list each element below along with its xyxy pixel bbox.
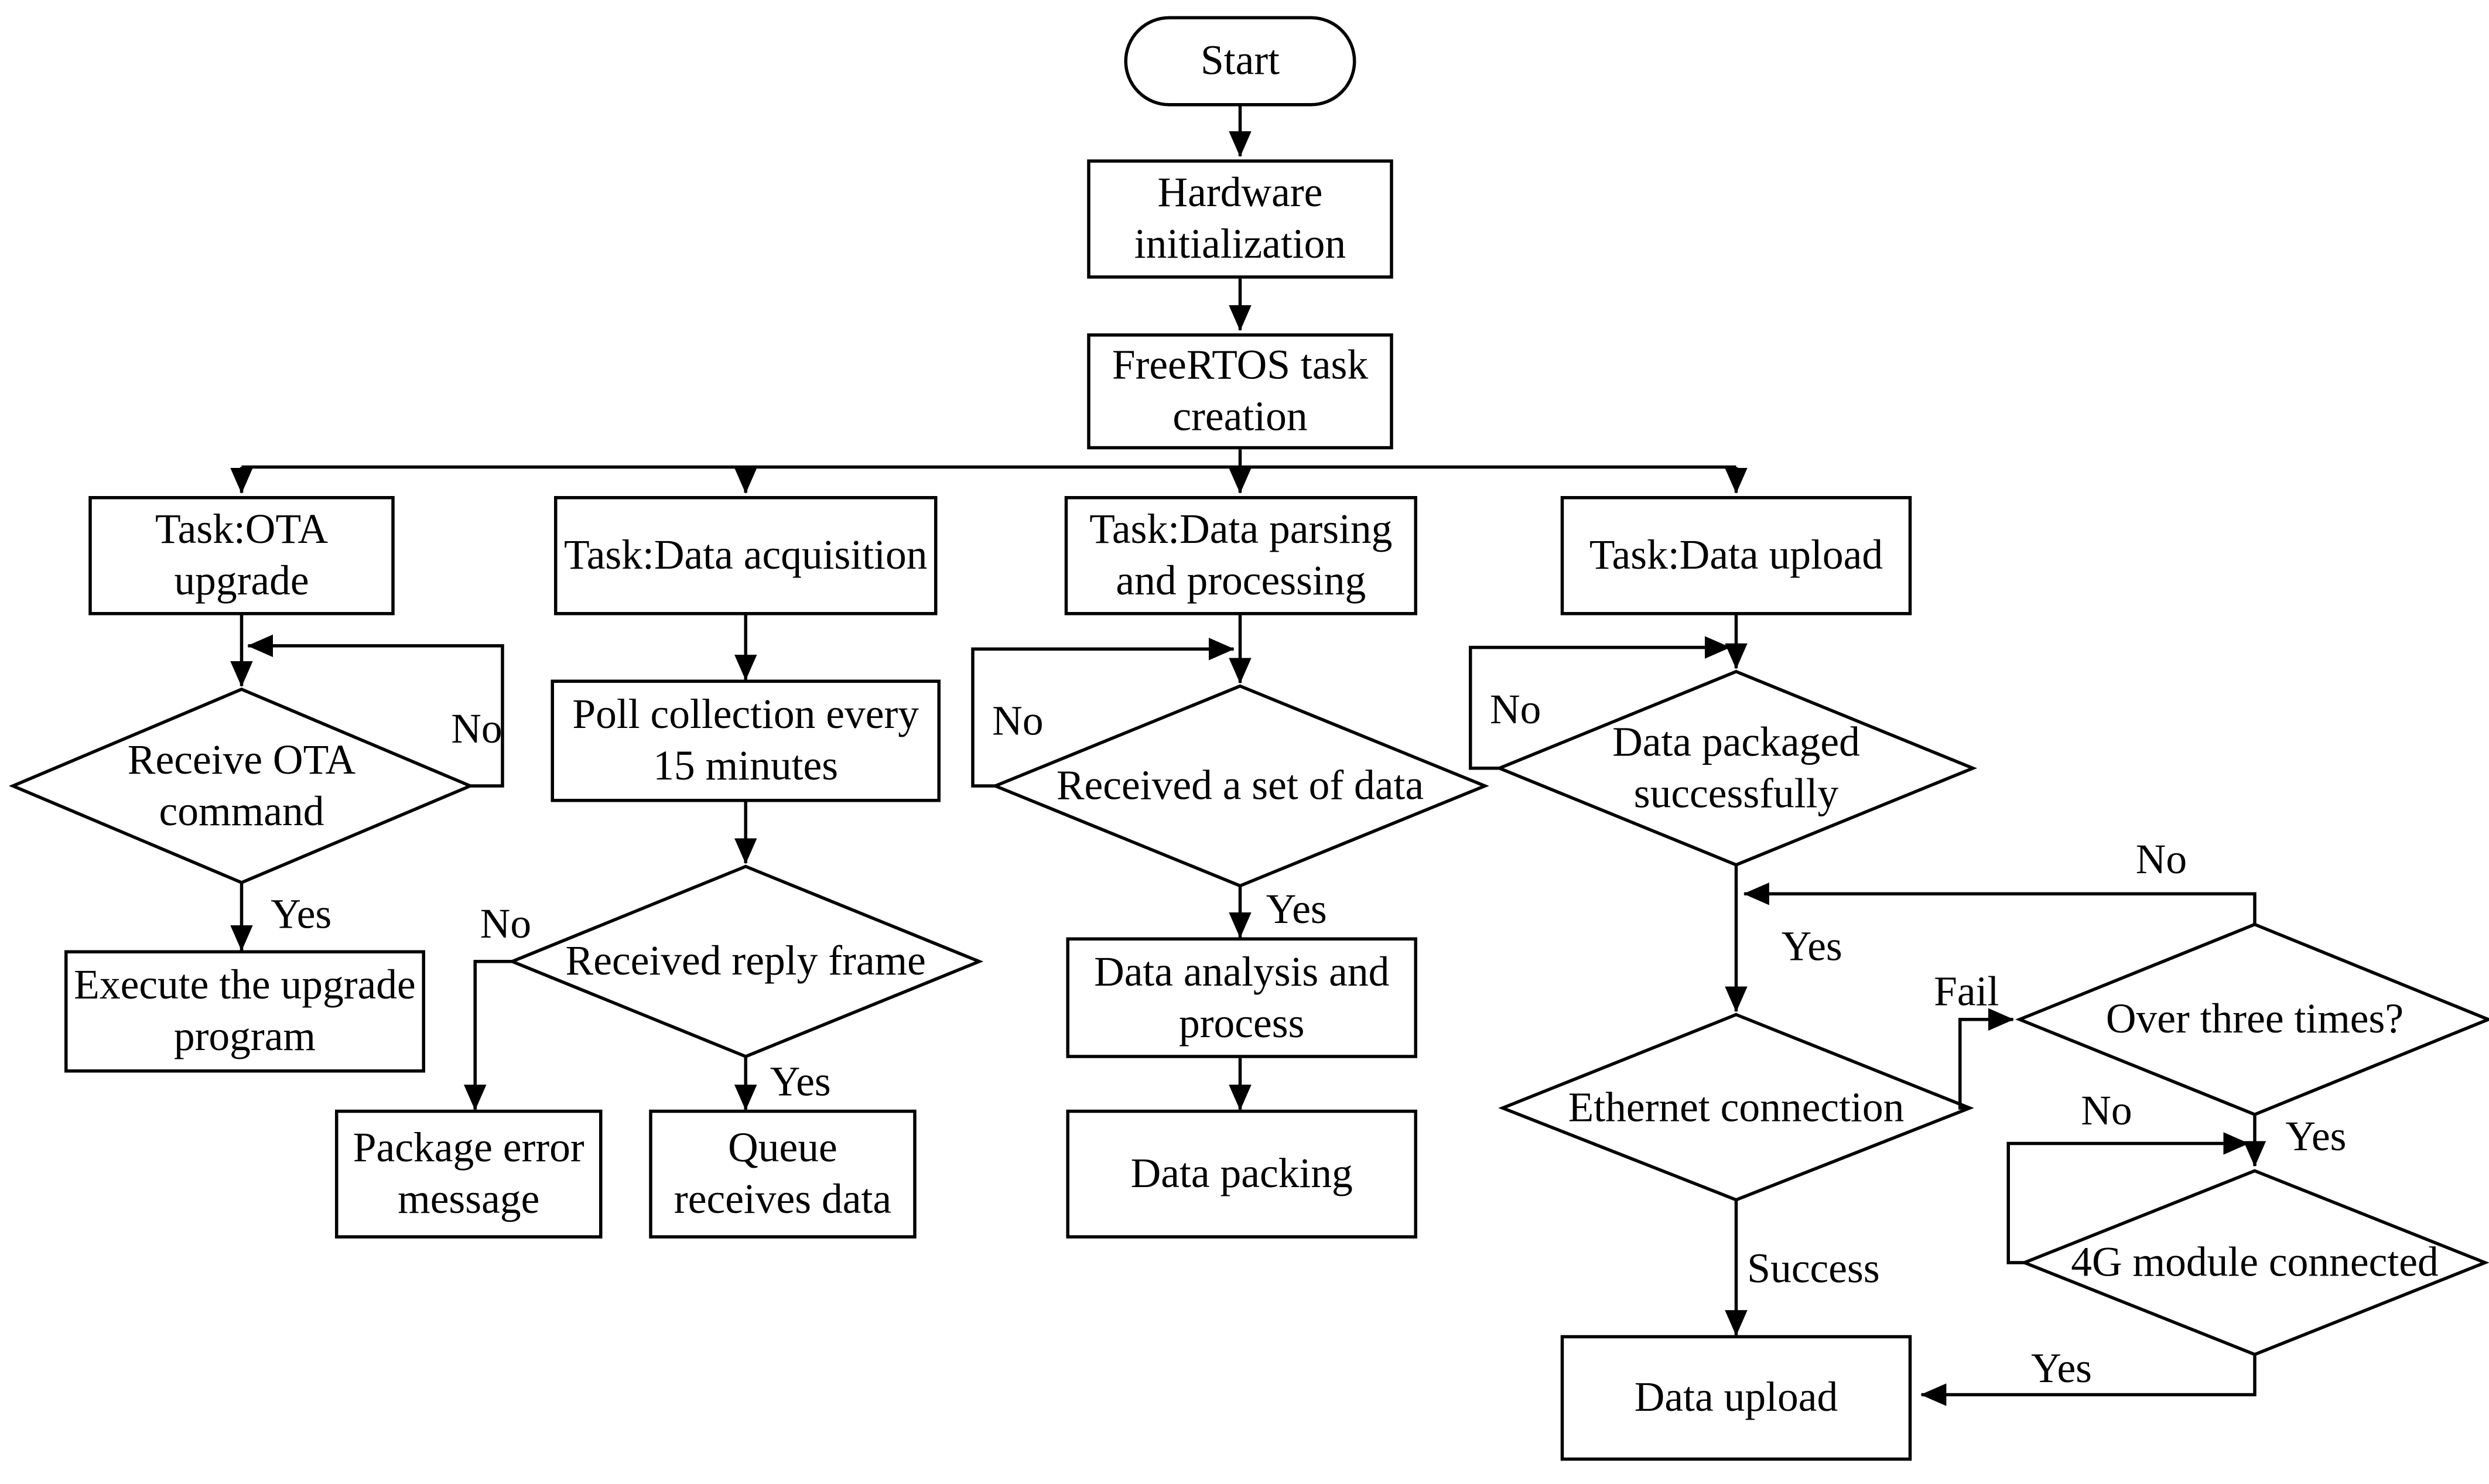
data-packaged-successfully-decision: [1495, 669, 1978, 867]
task-data-parsing-label: Task:Data parsing and processing: [1089, 506, 1393, 604]
task-data-parsing-process: Task:Data parsing and processing: [1064, 496, 1417, 616]
edge-label-parse-yes: Yes: [1266, 885, 1327, 933]
poll-collection-label: Poll collection every 15 minutes: [572, 691, 919, 789]
queue-receives-data-label: Queue receives data: [673, 1124, 892, 1223]
edge-label-parse-no: No: [992, 697, 1044, 744]
queue-receives-data-process: Queue receives data: [649, 1109, 917, 1239]
4g-module-connected-decision: [2020, 1169, 2489, 1356]
freertos-task-creation-process: FreeRTOS task creation: [1087, 333, 1393, 450]
edge-ethernet-fail: [1958, 1008, 2014, 1110]
receive-ota-command-decision: [8, 688, 475, 884]
task-ota-upgrade-label: Task:OTA upgrade: [155, 506, 329, 604]
edge-label-upload-no: No: [1490, 686, 1541, 733]
data-analysis-label: Data analysis and process: [1094, 948, 1390, 1047]
task-data-upload-process: Task:Data upload: [1560, 496, 1912, 616]
execute-upgrade-program-process: Execute the upgrade program: [64, 950, 425, 1073]
edge-over-no-return: [1743, 883, 2256, 925]
data-upload-process: Data upload: [1560, 1335, 1912, 1461]
edge-label-ota-yes: Yes: [271, 891, 332, 938]
task-data-upload-label: Task:Data upload: [1589, 531, 1883, 579]
start-label: Start: [1200, 37, 1280, 84]
start-terminator: Start: [1124, 16, 1356, 107]
edge-upload-no-loop: [1469, 636, 1731, 770]
edge-parse-no-loop: [971, 638, 1235, 788]
edge-label-acq-no: No: [480, 900, 532, 948]
data-packing-process: Data packing: [1066, 1109, 1417, 1239]
edge-label-over-yes: Yes: [2285, 1113, 2347, 1160]
edge-4g-no-loop: [2006, 1132, 2249, 1264]
edge-4g-yes: [1920, 1354, 2256, 1406]
hardware-initialization-process: Hardware initialization: [1087, 159, 1393, 279]
edge-label-ota-no: No: [451, 705, 502, 753]
data-analysis-process: Data analysis and process: [1066, 937, 1417, 1058]
edge-label-acq-yes: Yes: [770, 1058, 831, 1105]
poll-collection-process: Poll collection every 15 minutes: [551, 679, 941, 802]
edge-label-fail: Fail: [1934, 968, 1999, 1015]
edge-label-success: Success: [1747, 1245, 1880, 1292]
edge-label-4g-yes: Yes: [2030, 1345, 2093, 1392]
execute-upgrade-program-label: Execute the upgrade program: [74, 962, 416, 1060]
task-ota-upgrade-process: Task:OTA upgrade: [88, 496, 395, 616]
edge-label-over-no: No: [2135, 836, 2187, 883]
ethernet-connection-decision: [1498, 1013, 1974, 1202]
received-reply-frame-decision: [508, 864, 984, 1058]
edge-label-4g-no: No: [2081, 1087, 2132, 1134]
received-set-of-data-decision: [991, 684, 1489, 888]
task-data-acquisition-label: Task:Data acquisition: [564, 531, 928, 579]
package-error-message-label: Package error message: [353, 1124, 584, 1223]
data-packing-label: Data packing: [1130, 1150, 1353, 1197]
task-data-acquisition-process: Task:Data acquisition: [554, 496, 938, 616]
data-upload-label: Data upload: [1634, 1374, 1838, 1421]
edge-label-upload-yes: Yes: [1781, 923, 1842, 970]
edge-acq-no: [464, 960, 512, 1111]
package-error-message-process: Package error message: [335, 1109, 603, 1239]
edge-ota-no-loop: [247, 634, 504, 788]
hardware-initialization-label: Hardware initialization: [1134, 169, 1346, 268]
freertos-task-creation-label: FreeRTOS task creation: [1112, 341, 1369, 440]
